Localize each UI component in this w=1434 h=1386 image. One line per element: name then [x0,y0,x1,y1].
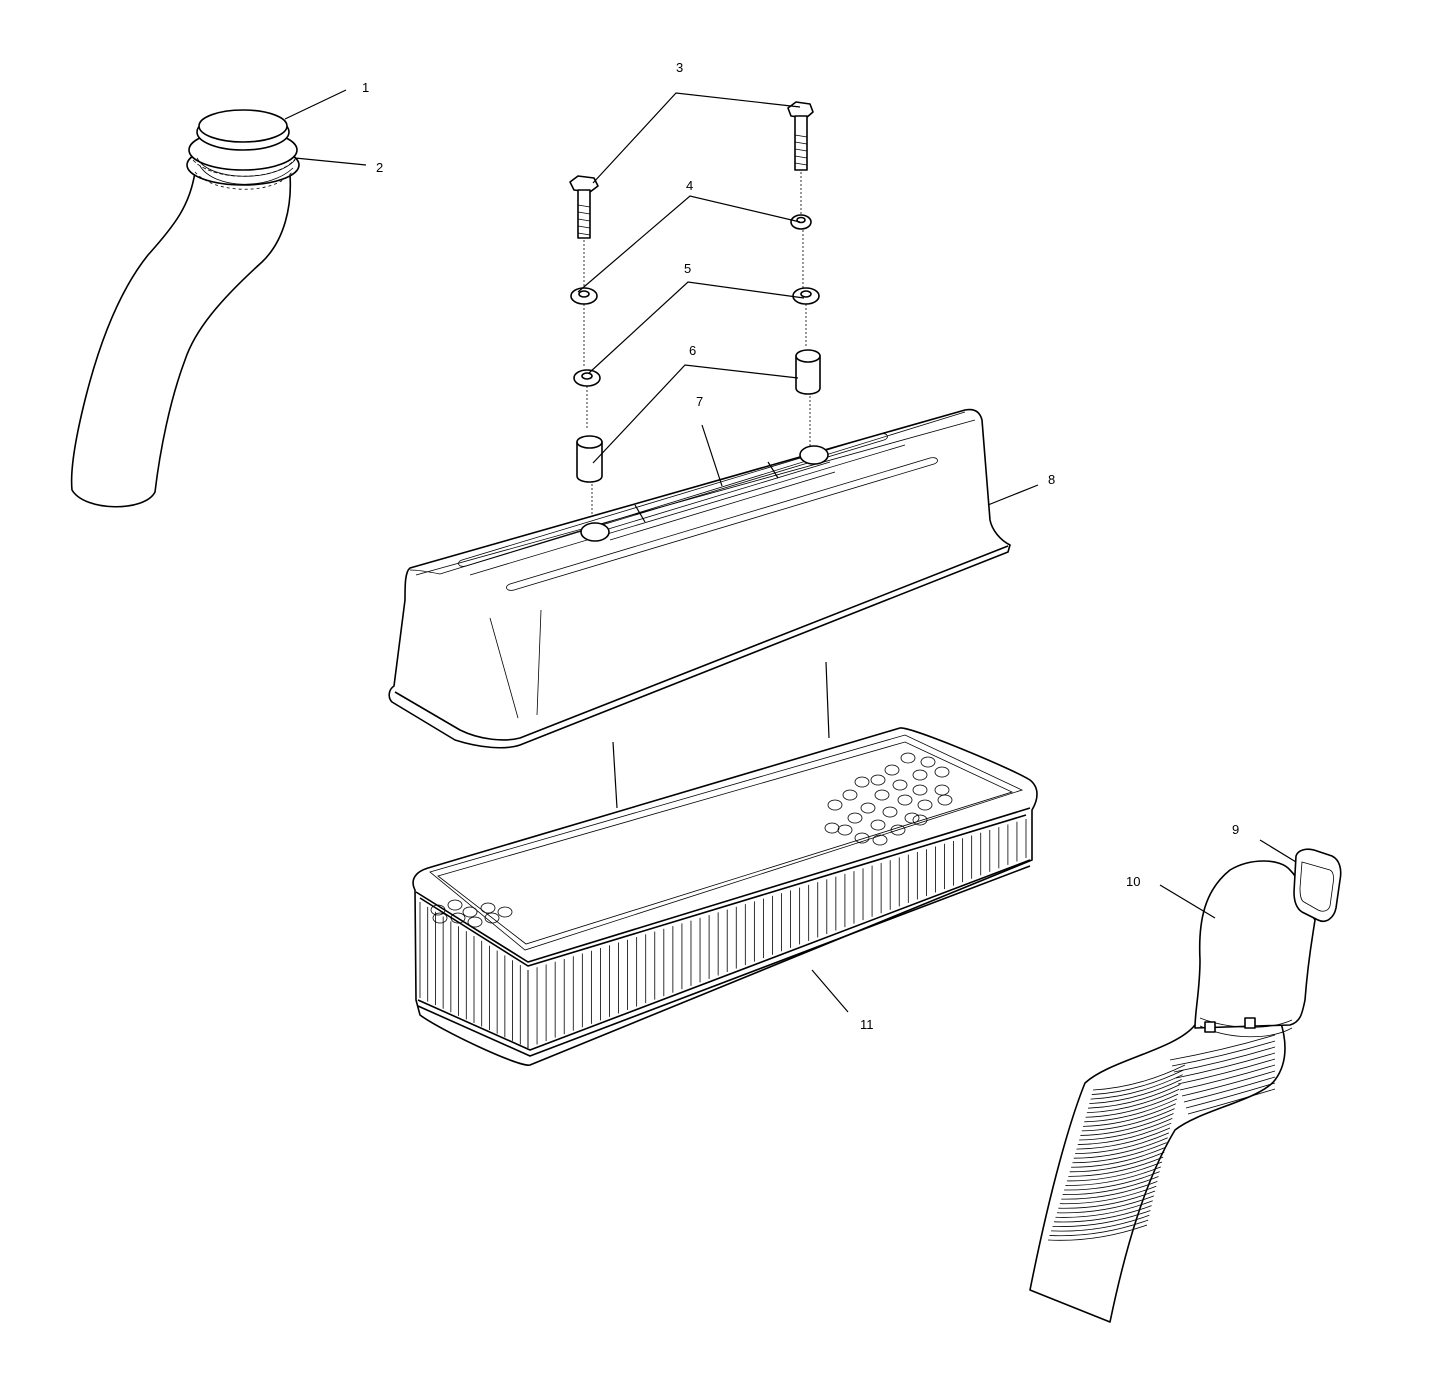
callout-8: 8 [1048,472,1055,487]
callout-1: 1 [362,80,369,95]
callout-5: 5 [684,261,691,276]
callout-6: 6 [689,343,696,358]
bolt-left-part [569,175,599,239]
fastener-stack-right [787,101,821,446]
bolt-right-part [787,101,814,171]
outlet-tube-bellows [1047,1034,1276,1241]
outlet-tube-part [1029,848,1342,1323]
washer-left-part [570,287,598,305]
washer-right-part [790,214,812,230]
leader-lines [284,89,1297,1013]
callout-10: 10 [1126,874,1140,889]
cover-seal-strip-part [604,461,836,541]
callout-4: 4 [686,178,693,193]
alignment-line-left [612,741,618,809]
callout-3: 3 [676,60,683,75]
filter-cover-holes [430,752,953,928]
spacer-left-part [576,435,603,483]
callout-7: 7 [696,394,703,409]
fastener-stack-left [569,175,603,528]
callout-11: 11 [860,1017,874,1032]
lock-washer-right-part [792,287,820,305]
callout-2: 2 [376,160,383,175]
callout-9: 9 [1232,822,1239,837]
spacer-right-part [795,349,821,395]
air-filter-part [412,727,1038,1066]
callouts: 1 2 3 4 5 6 7 8 9 10 11 [362,60,1239,1032]
alignment-line-right [825,661,830,739]
outlet-gasket-part [1293,848,1342,923]
hose-clamp-part [192,157,297,190]
intake-tube-part [70,109,300,508]
filter-pleats [419,819,1027,1048]
lock-washer-left-part [573,369,601,387]
air-box-cover-part [388,408,1011,749]
